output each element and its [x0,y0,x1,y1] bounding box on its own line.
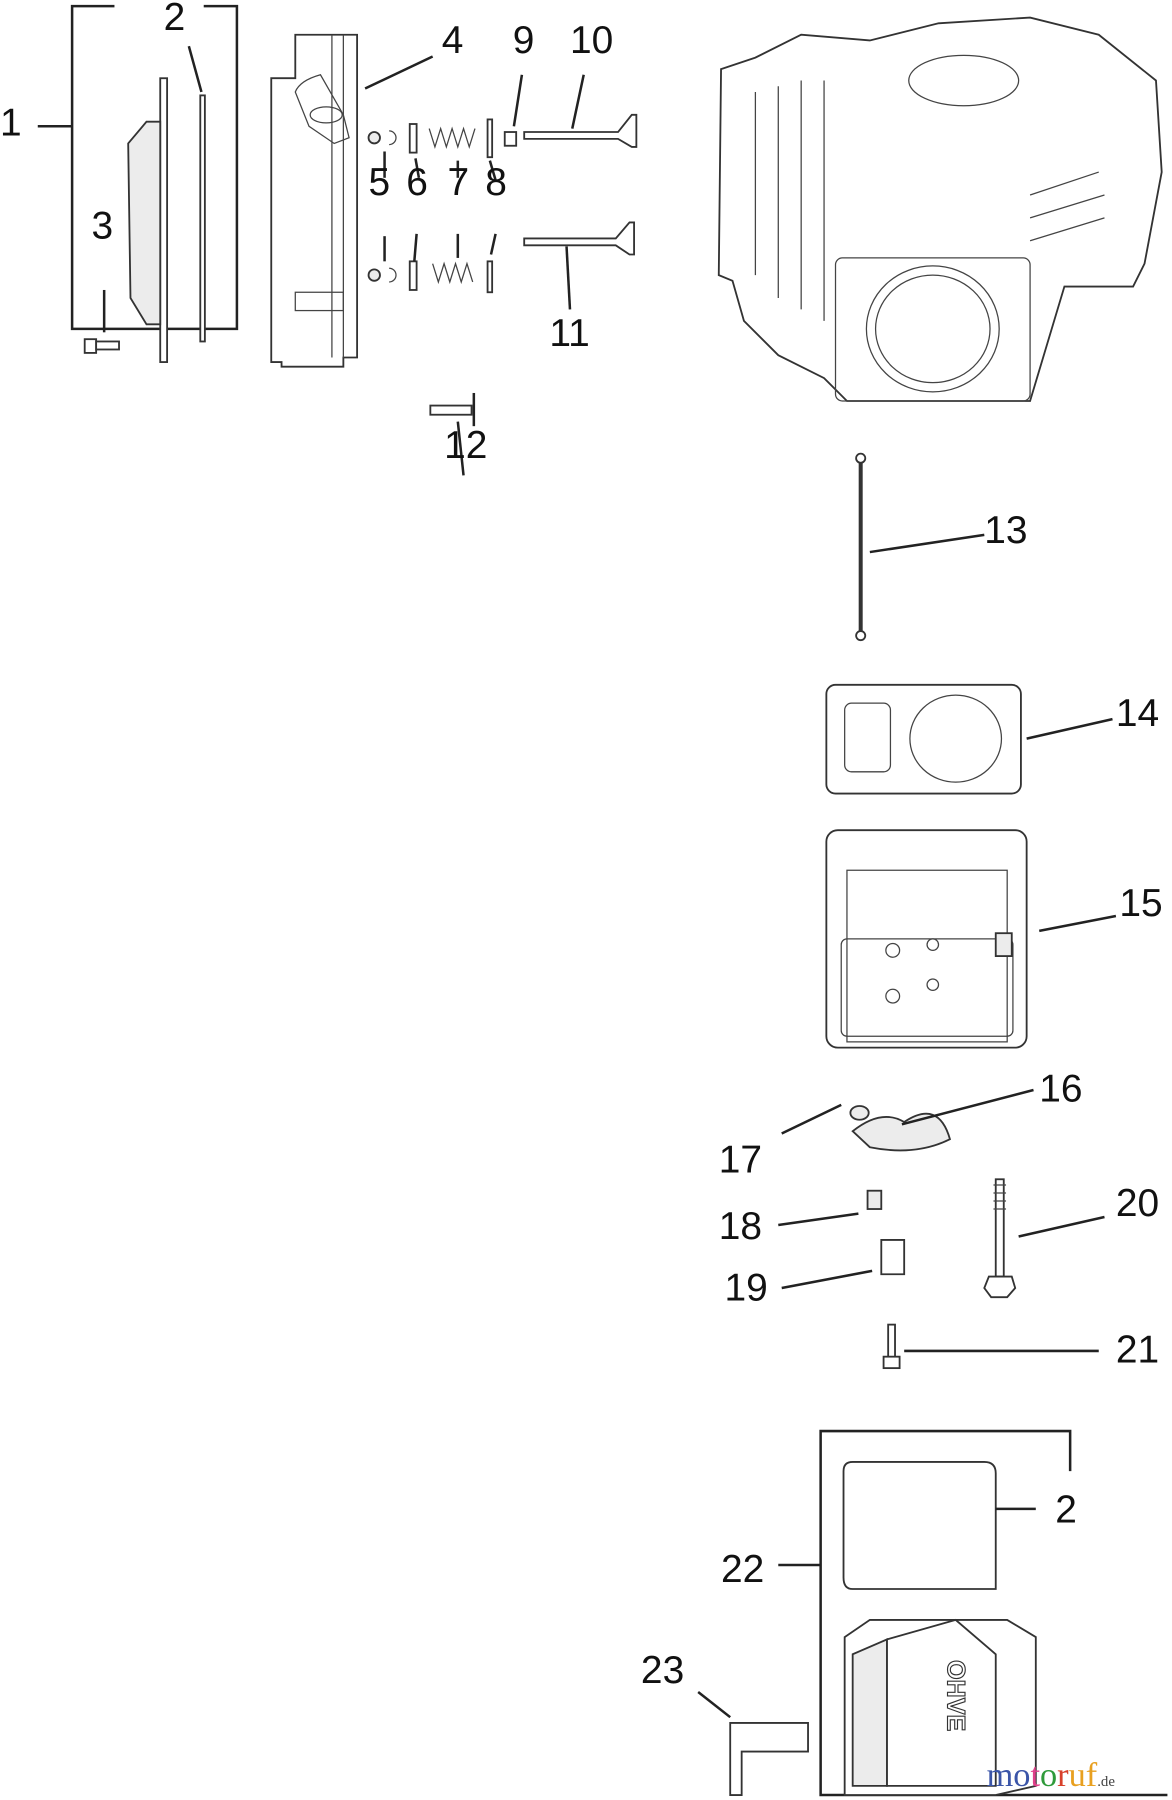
callout-19: 19 [724,1267,767,1310]
callout-2: 2 [164,0,186,39]
callout-4: 4 [442,19,464,62]
watermark-logo: motoruf.de [987,1756,1116,1794]
valve-guide-part [429,392,476,476]
callout-9: 9 [513,19,535,62]
watermark-letter: t [1030,1756,1040,1794]
callout-3: 3 [92,204,114,247]
head-gasket-part [825,683,1113,795]
callout-15: 15 [1119,882,1162,925]
valve-cover-kit-part: OHVE [778,1429,1168,1797]
callout-23: 23 [641,1649,684,1692]
callout-7: 7 [448,161,470,204]
valve-parts [523,74,638,310]
callout-12: 12 [444,424,487,467]
watermark-suffix: .de [1097,1774,1115,1790]
ohv-emboss: OHVE [942,1660,970,1731]
callout-2-lower: 2 [1055,1489,1077,1532]
callout-11: 11 [549,312,589,355]
cylinder-head-part [270,33,434,368]
callout-22: 22 [721,1548,764,1591]
callout-5: 5 [369,161,391,204]
watermark-letter: f [1086,1756,1098,1794]
callout-20: 20 [1116,1182,1159,1225]
watermark-text: motoruf.de [987,1756,1116,1794]
watermark-letter: o [1013,1756,1030,1794]
push-rod-part [855,452,985,642]
callout-21: 21 [1116,1328,1159,1371]
watermark-letter: r [1057,1756,1069,1794]
valve-train-parts [367,74,524,294]
watermark-letter: o [1040,1756,1057,1794]
screw-21-part [882,1323,1099,1370]
engine-block-part [717,16,1163,402]
screw-part [83,289,120,354]
cylinder-head-top-part [825,829,1117,1049]
callout-16: 16 [1039,1067,1082,1110]
callout-13: 13 [984,509,1027,552]
callout-1: 1 [0,101,22,144]
bracket-1 [37,4,239,331]
watermark-letter: u [1069,1756,1086,1794]
callout-18: 18 [719,1205,762,1248]
bracket-23-part [697,1691,809,1796]
callout-6: 6 [406,161,428,204]
valve-cover-gasket-part [127,45,206,363]
callout-8: 8 [485,161,507,204]
rocker-parts [778,1088,1034,1290]
watermark-letter: m [987,1756,1014,1794]
callout-14: 14 [1116,692,1159,735]
callout-10: 10 [570,19,613,62]
callout-17: 17 [719,1138,762,1181]
head-bolt-part [983,1178,1105,1299]
callout-labels: 1 2 3 4 5 6 7 8 9 10 11 12 13 14 15 16 1… [0,0,1163,1692]
